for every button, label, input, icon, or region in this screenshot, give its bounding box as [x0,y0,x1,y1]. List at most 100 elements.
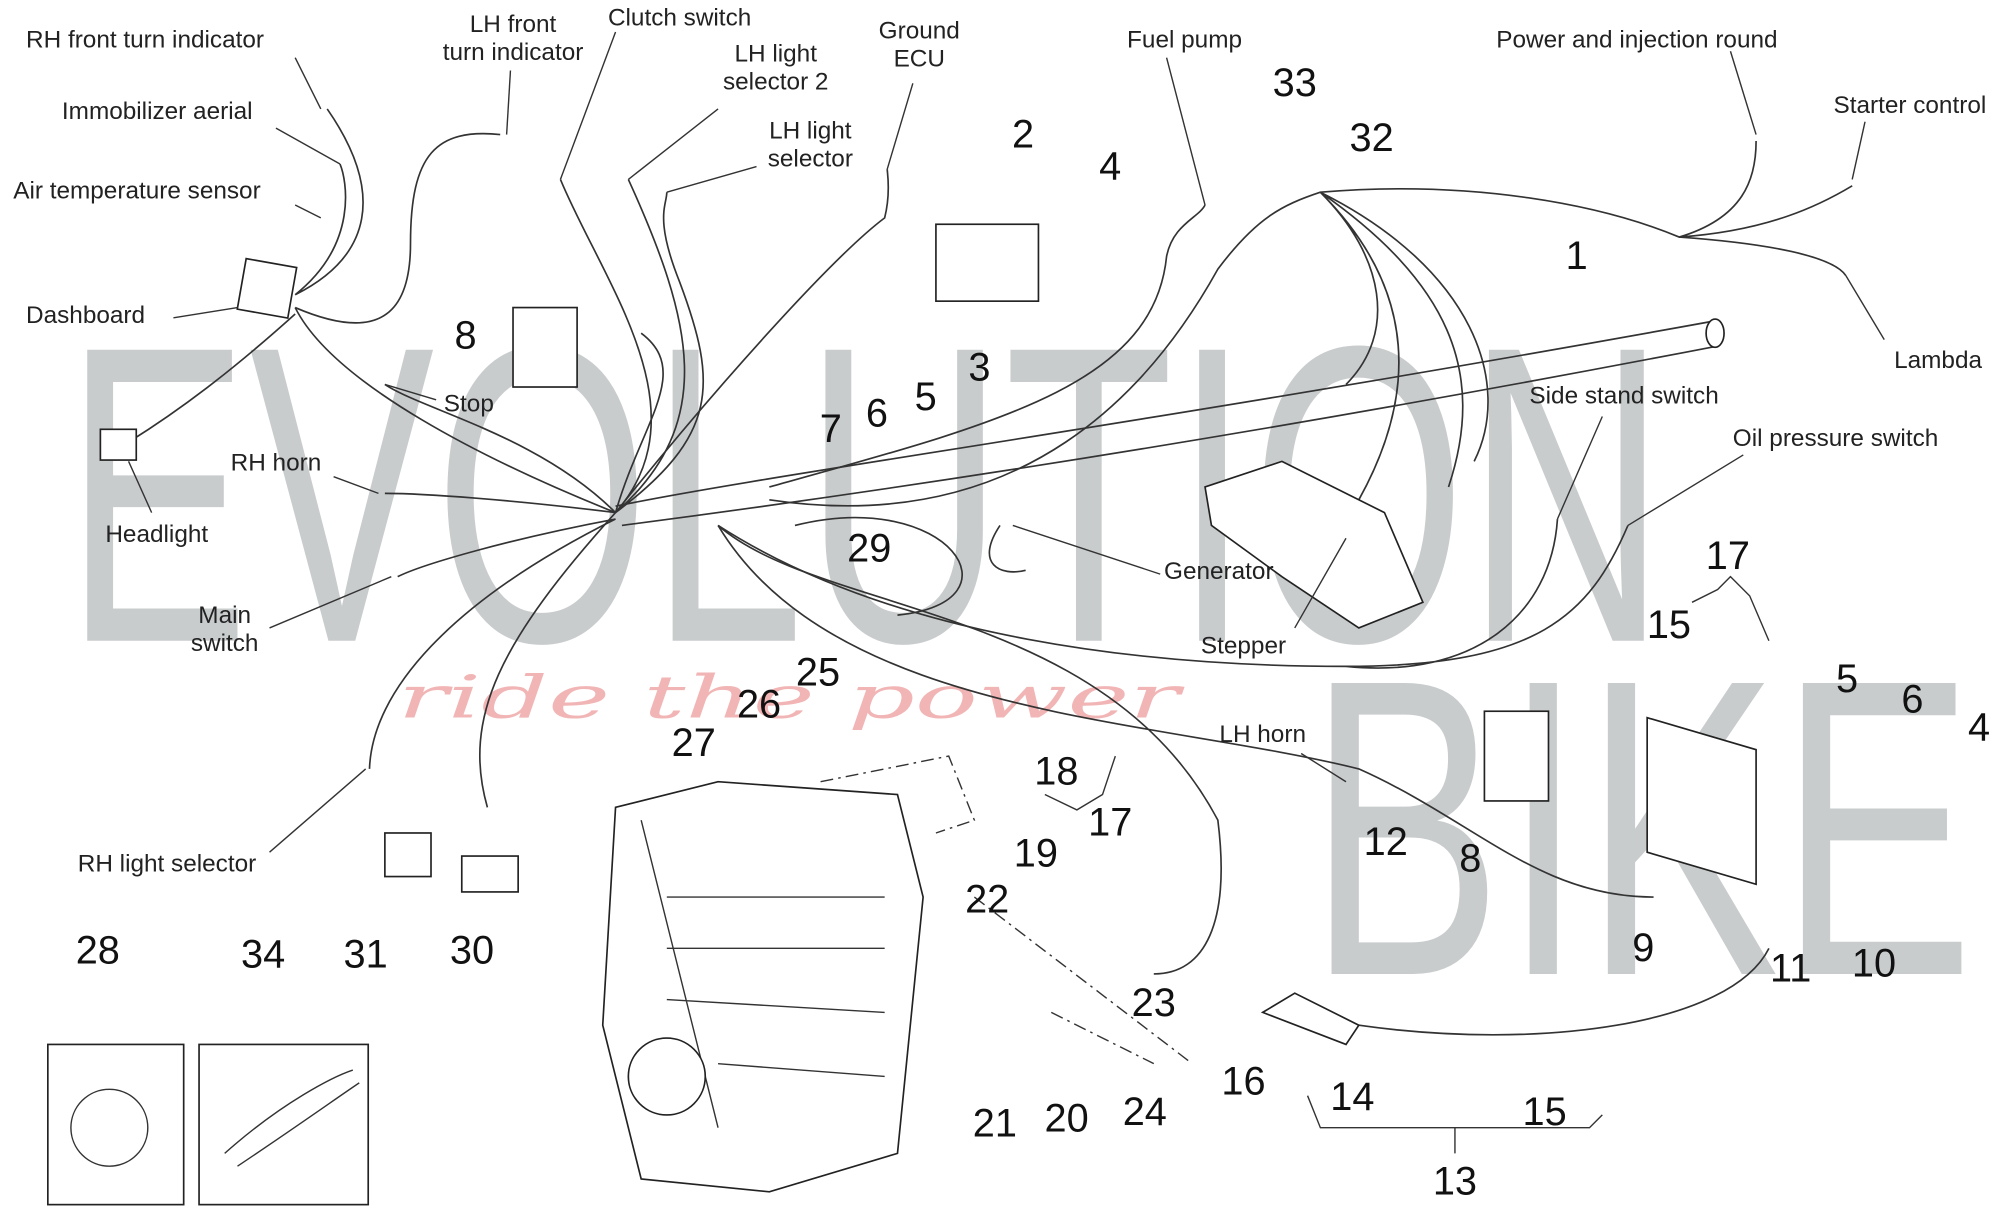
part-number: 5 [1836,657,1858,701]
part-number: 28 [76,929,120,973]
leader-line [1294,537,1347,629]
box-28 [47,1043,185,1206]
part-number: 30 [450,929,494,973]
part-30-icon [460,855,519,893]
callout-label: Air temperature sensor [13,178,260,205]
part-number: 24 [1123,1090,1167,1134]
part-number: 6 [1901,678,1923,722]
bracket-9-icon [1646,716,1757,886]
part-number: 27 [672,721,716,765]
box-34 [198,1043,370,1206]
part-number: 5 [915,375,937,419]
part-number: 29 [847,526,891,570]
part-number: 4 [1968,706,1990,750]
part-number: 25 [796,651,840,695]
part-number: 19 [1014,831,1058,875]
leader-line [127,461,153,513]
part-number: 1 [1566,234,1588,278]
part-number: 3 [968,346,990,390]
part-number: 6 [866,392,888,436]
part-number: 12 [1364,820,1408,864]
callout-label: LH front [470,11,557,38]
part-number: 8 [455,314,477,358]
part-number: 13 [1433,1159,1477,1203]
leader-line [269,576,392,629]
callout-label: Stop [444,390,494,417]
leader-line [1851,121,1866,180]
callout-label: Starter control [1833,92,1986,119]
part-number: 15 [1523,1090,1567,1134]
callout-label: selector 2 [723,69,828,96]
leader-line [1165,57,1206,206]
part-number: 7 [820,407,842,451]
callout-label: RH light selector [78,850,256,877]
part-number: 4 [1099,144,1121,188]
leader-line [333,476,379,495]
callout-label: RH front turn indicator [26,26,264,53]
part-number: 21 [973,1102,1017,1146]
leader-line [627,108,719,180]
leader-line [294,204,322,219]
callout-label: LH light [734,41,817,68]
cap-14-icon [1260,992,1361,1046]
leader-line [1729,51,1757,135]
leader-line [666,165,757,193]
part-number: 34 [241,933,285,977]
callout-label: Dashboard [26,302,145,329]
ecu-module-icon [512,306,578,388]
part-number: 17 [1088,801,1132,845]
callout-label: Ground [879,17,960,44]
part-number: 16 [1221,1059,1265,1103]
leader-line [1300,752,1347,783]
callout-label: Fuel pump [1127,26,1242,53]
dashboard-connector-icon [236,257,298,319]
callout-label: LH horn [1219,721,1306,748]
leader-line [275,127,341,165]
part-2-icon [935,223,1040,302]
leader-line [1556,416,1603,520]
watermark-tagline: ride the power [398,663,1186,732]
callout-label: Headlight [105,521,208,548]
part-number: 10 [1852,942,1896,986]
callout-label: Lambda [1894,347,1982,374]
coil-8-icon [1483,710,1550,802]
part-number: 22 [965,877,1009,921]
leader-line [505,70,512,135]
leader-line [1627,454,1744,527]
leader-line [886,83,914,170]
part-number: 26 [737,683,781,727]
leader-line [1845,275,1885,340]
leader-line [1012,524,1161,575]
part-number: 23 [1132,981,1176,1025]
callout-label: Main [198,602,251,629]
leader-line [269,768,367,853]
part-number: 11 [1770,947,1811,991]
callout-label: Immobilizer aerial [62,98,253,125]
part-number: 33 [1273,61,1317,105]
callout-label: ECU [894,46,945,73]
headlight-connector-icon [99,428,138,461]
callout-label: switch [191,630,259,657]
part-number: 17 [1706,534,1750,578]
part-number: 18 [1034,749,1078,793]
callout-label: RH horn [231,449,322,476]
callout-label: Clutch switch [608,5,751,32]
group-brackets [1044,575,1770,1154]
leader-line [173,306,238,319]
part-number: 20 [1045,1097,1089,1141]
part-number: 2 [1012,112,1034,156]
callout-label: Oil pressure switch [1733,425,1939,452]
part-number: 14 [1330,1075,1374,1119]
watermark-text-2: BIKE [1308,591,1974,1064]
callout-label: turn indicator [443,39,584,66]
engine-icon [601,780,924,1193]
callout-label: Generator [1164,558,1274,585]
part-number: 32 [1350,116,1394,160]
throttle-body-icon [1204,460,1425,629]
leader-line [559,31,617,180]
callout-label: Power and injection round [1496,26,1777,53]
leader-line [384,383,437,401]
callout-label: Stepper [1201,633,1286,660]
part-number: 15 [1647,603,1691,647]
